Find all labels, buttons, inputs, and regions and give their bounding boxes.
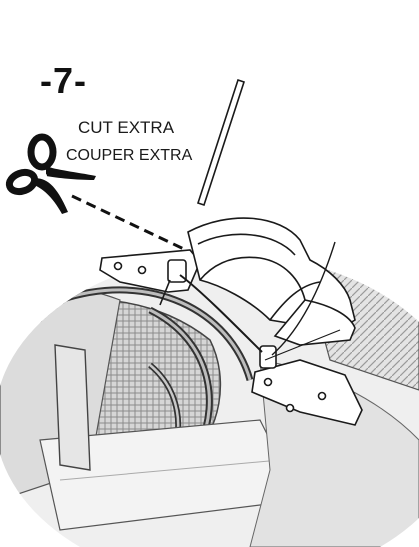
- shoe-photo: [0, 240, 419, 547]
- instruction-english: CUT EXTRA: [78, 118, 174, 138]
- extra-cable-piece: [198, 80, 244, 205]
- instruction-french: COUPER EXTRA: [66, 146, 192, 166]
- step-number: -7-: [40, 60, 87, 102]
- cut-indicator-line: [72, 196, 186, 250]
